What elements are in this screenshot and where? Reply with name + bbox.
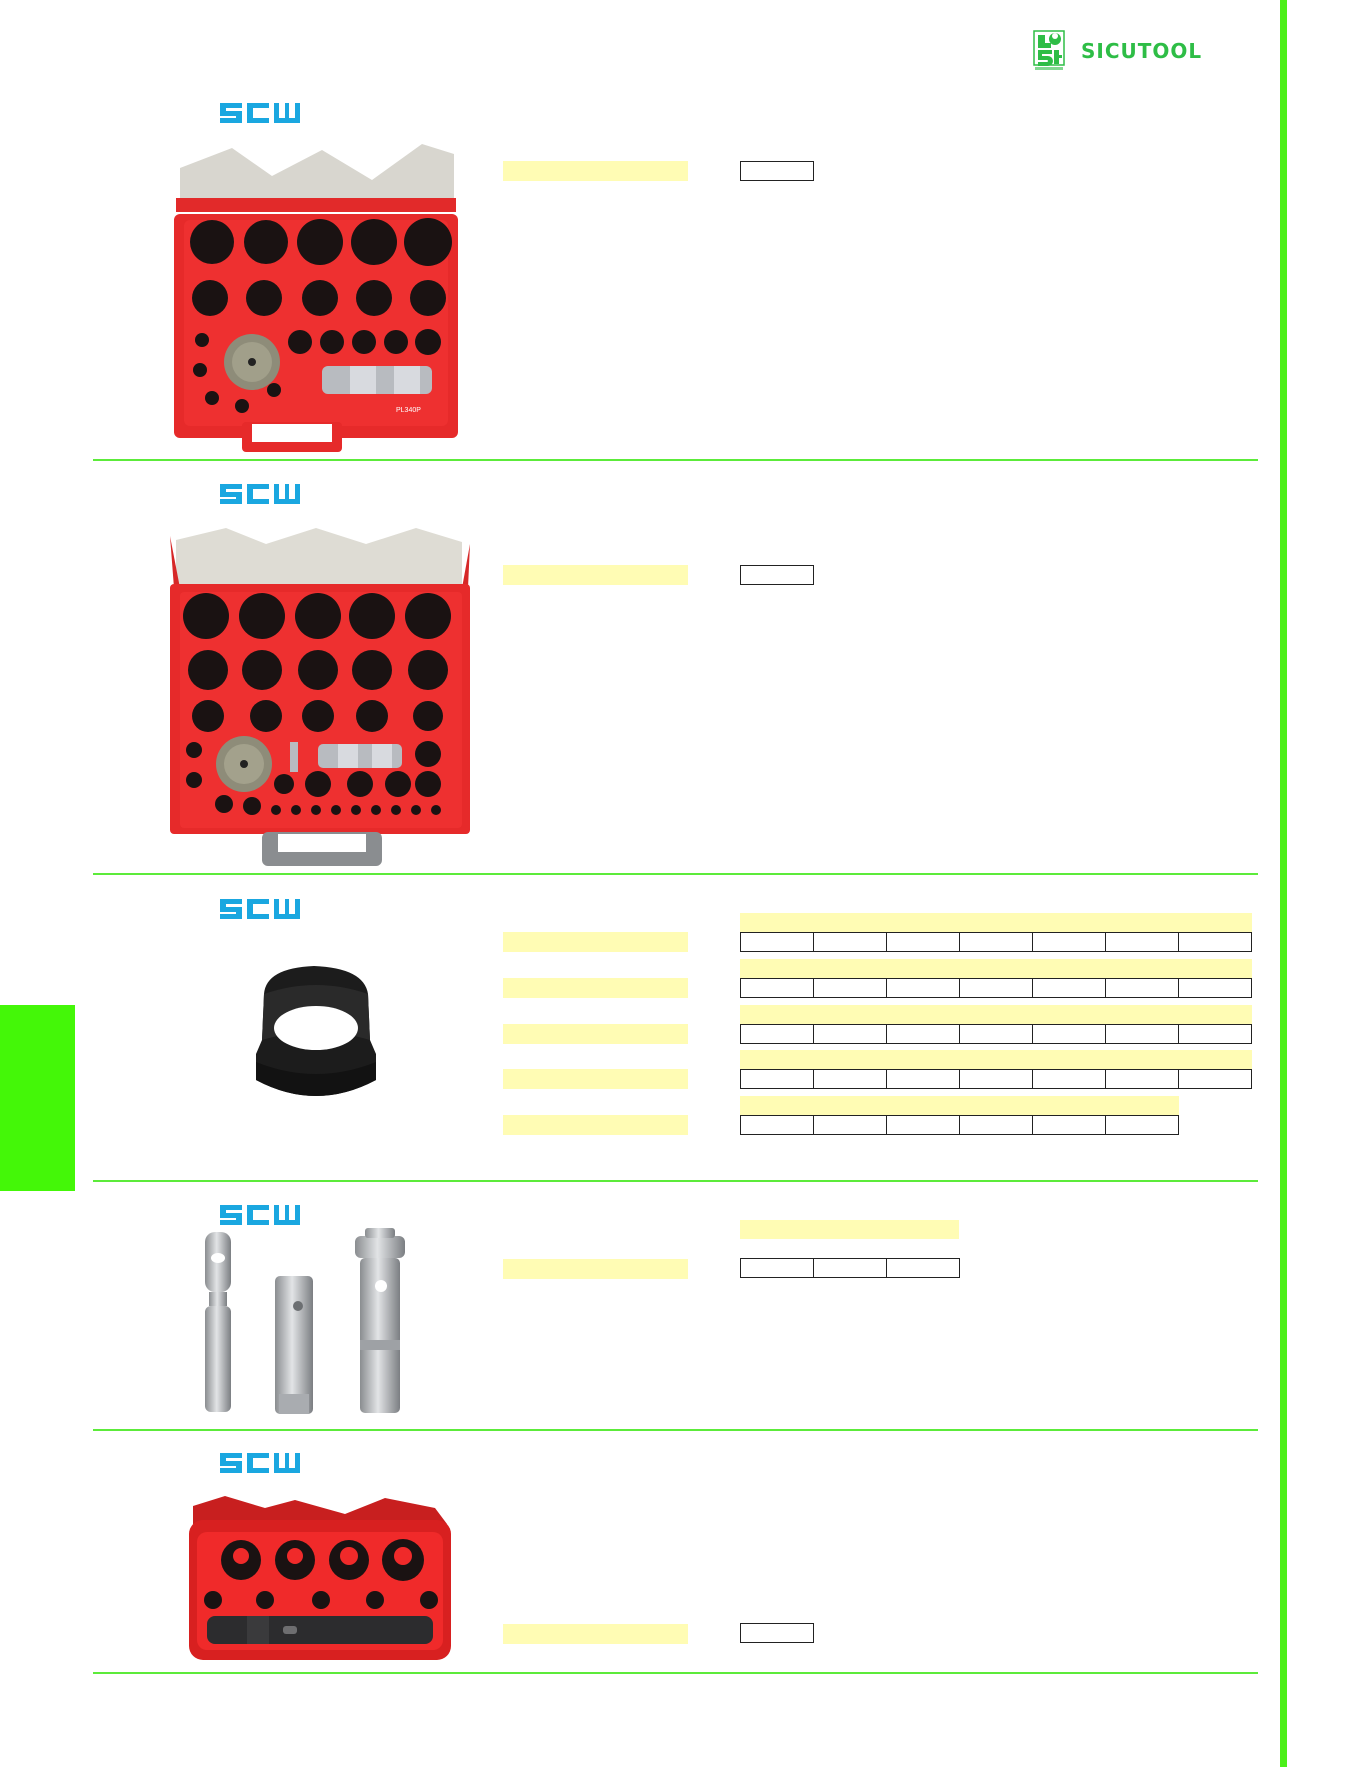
sicutool-logo: SICUTOOL (1033, 30, 1202, 72)
table-cell (1033, 979, 1106, 997)
section-divider (93, 1672, 1258, 1674)
table-header-bar (740, 1005, 1252, 1024)
product-label-bar (503, 1624, 688, 1644)
product-label-bar (503, 1069, 688, 1089)
table-cell (741, 933, 814, 951)
table-cell (1179, 1070, 1252, 1088)
product-code-box (740, 161, 814, 181)
sicutool-wrench-logo-icon (1033, 30, 1065, 70)
product-label-bar (503, 565, 688, 585)
table-cell (741, 1259, 814, 1277)
table-cell (887, 1116, 960, 1134)
table-cell (814, 1259, 887, 1277)
table-cell (1033, 1025, 1106, 1043)
punch-handles-icon (205, 1228, 405, 1414)
product-label-bar (503, 1024, 688, 1044)
table-cell (887, 1070, 960, 1088)
table-header-bar (740, 1220, 959, 1239)
table-cell (1033, 933, 1106, 951)
red-punch-kit-case-icon: PL340P (174, 144, 458, 452)
table-cell (741, 1070, 814, 1088)
scu-brand-mark-icon (220, 1203, 300, 1227)
table-cell (1033, 1116, 1106, 1134)
product-label-bar (503, 978, 688, 998)
case-label: PL340P (396, 407, 421, 414)
table-cell (1106, 1070, 1179, 1088)
size-table-row (740, 1069, 1252, 1089)
table-cell (1179, 1025, 1252, 1043)
scu-brand-mark-icon (220, 101, 300, 125)
right-accent-bar (1280, 0, 1287, 1767)
large-red-punch-kit-case-icon (170, 528, 470, 866)
table-cell (887, 1025, 960, 1043)
table-cell (1033, 1070, 1106, 1088)
table-cell (1106, 979, 1179, 997)
scu-brand-mark-icon (220, 482, 300, 506)
table-cell (741, 979, 814, 997)
table-cell (1179, 933, 1252, 951)
size-table-row (740, 1024, 1252, 1044)
product-code-box (740, 1623, 814, 1643)
small-red-punch-kit-case-icon (189, 1496, 451, 1660)
table-header-bar (740, 1096, 1179, 1115)
section-divider (93, 873, 1258, 875)
size-table-row (740, 978, 1252, 998)
scu-brand-mark-icon (220, 1451, 300, 1475)
table-cell (1106, 933, 1179, 951)
table-cell (741, 1116, 814, 1134)
brand-name: SICUTOOL (1081, 39, 1203, 63)
product-label-bar (503, 1115, 688, 1135)
table-cell (814, 979, 887, 997)
table-cell (814, 1116, 887, 1134)
table-cell (960, 1070, 1033, 1088)
table-cell (1106, 1116, 1179, 1134)
scu-brand-mark-icon (220, 897, 300, 921)
table-cell (960, 933, 1033, 951)
table-header-bar (740, 959, 1252, 978)
table-cell (887, 979, 960, 997)
product-label-bar (503, 1259, 688, 1279)
size-table-row (740, 932, 1252, 952)
table-cell (960, 979, 1033, 997)
section-divider (93, 1180, 1258, 1182)
hollow-punch-ring-icon (256, 966, 376, 1096)
table-cell (814, 933, 887, 951)
size-table-row (740, 1258, 960, 1278)
table-cell (741, 1025, 814, 1043)
table-cell (1179, 979, 1252, 997)
table-cell (887, 933, 960, 951)
size-table-row (740, 1115, 1179, 1135)
table-cell (960, 1025, 1033, 1043)
product-label-bar (503, 161, 688, 181)
section-divider (93, 1429, 1258, 1431)
table-header-bar (740, 913, 1252, 932)
product-label-bar (503, 932, 688, 952)
section-divider (93, 459, 1258, 461)
table-cell (960, 1116, 1033, 1134)
product-code-box (740, 565, 814, 585)
table-cell (1106, 1025, 1179, 1043)
chapter-side-tab (0, 1005, 75, 1191)
table-cell (814, 1025, 887, 1043)
table-cell (887, 1259, 960, 1277)
table-header-bar (740, 1050, 1252, 1069)
table-cell (814, 1070, 887, 1088)
